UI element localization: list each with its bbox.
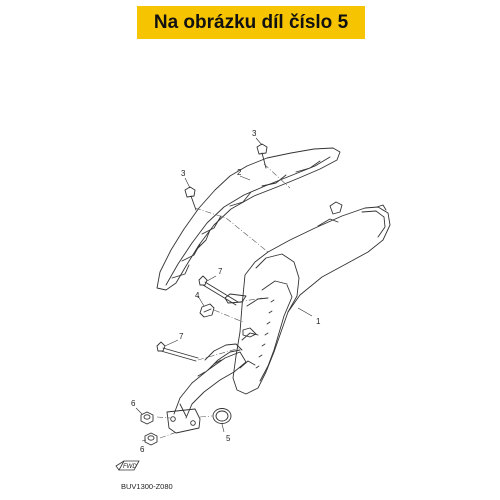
part-7-bolt-lower [156, 341, 199, 362]
part-3-screw-upper [256, 143, 268, 169]
exhaust-pipe [166, 343, 247, 434]
callout-6-upper: 6 [131, 399, 136, 408]
fwd-label: FWD [123, 464, 137, 470]
callout-7-lower: 7 [179, 332, 184, 341]
part-6-nut-lower [144, 432, 158, 446]
part-3-screw-left [184, 186, 197, 211]
part-7-bolt-upper [198, 275, 239, 306]
diagram-code: BUV1300-Z080 [121, 482, 173, 491]
assembly-lines [156, 163, 291, 439]
callout-7-upper: 7 [218, 267, 223, 276]
part-4-clip [199, 303, 215, 318]
callout-3-left: 3 [181, 169, 186, 178]
part-1-muffler [224, 201, 391, 395]
title-text: Na obrázku díl číslo 5 [153, 11, 349, 33]
part-6-nut-upper [140, 411, 154, 425]
callout-3-upper: 3 [252, 129, 257, 138]
leader-lines [135, 137, 313, 442]
part-5-gasket [212, 408, 232, 424]
callout-2: 2 [237, 168, 242, 177]
callout-6-lower: 6 [140, 445, 145, 454]
title-banner: Na obrázku díl číslo 5 [137, 6, 365, 39]
part-2-heat-guard [156, 147, 341, 291]
callout-4: 4 [195, 291, 200, 300]
callout-5: 5 [226, 434, 231, 443]
fwd-arrow-icon: FWD [115, 460, 140, 471]
callout-1: 1 [316, 317, 321, 326]
